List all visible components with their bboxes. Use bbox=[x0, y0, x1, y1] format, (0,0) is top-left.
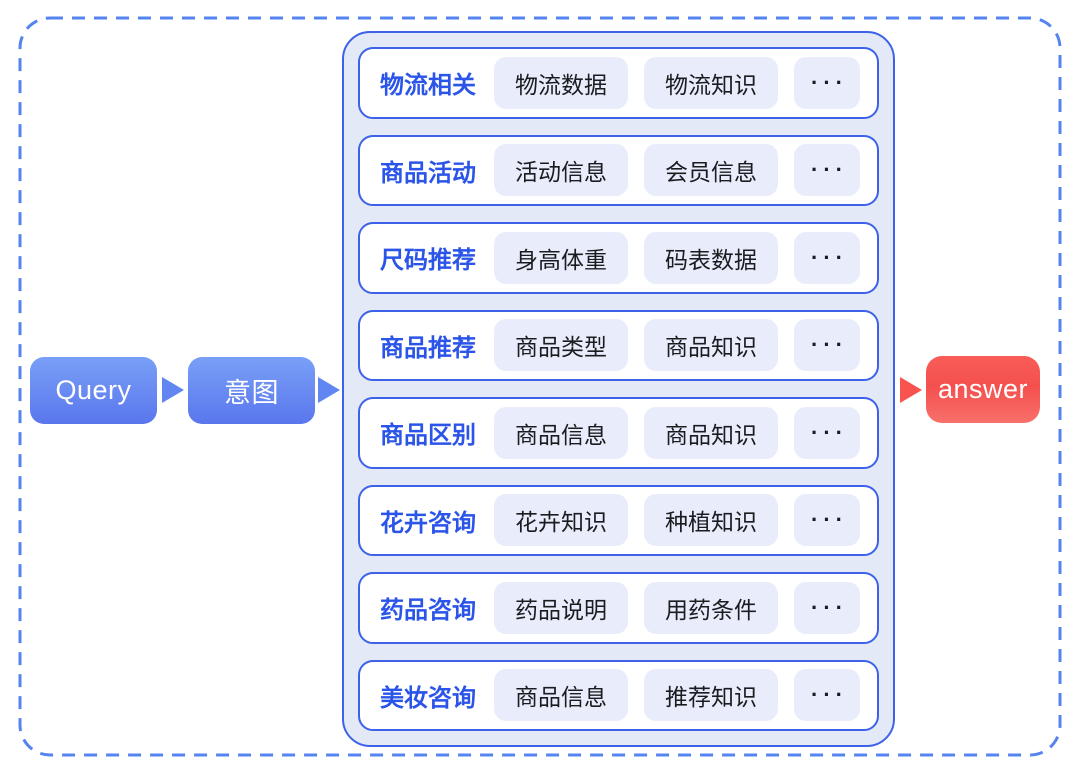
chip-group: 活动信息 会员信息 ··· bbox=[494, 144, 860, 197]
arrow-right-icon bbox=[162, 377, 184, 403]
more-chip: ··· bbox=[794, 144, 860, 197]
chip-group: 物流数据 物流知识 ··· bbox=[494, 56, 860, 109]
intent-row-logistics: 物流相关 物流数据 物流知识 ··· bbox=[358, 47, 879, 119]
knowledge-chip: 种植知识 bbox=[644, 494, 778, 547]
chip-group: 药品说明 用药条件 ··· bbox=[494, 581, 860, 634]
more-chip: ··· bbox=[794, 319, 860, 372]
intent-row-beauty: 美妆咨询 商品信息 推荐知识 ··· bbox=[358, 659, 879, 731]
intent-category-label: 商品推荐 bbox=[380, 334, 476, 362]
query-node: Query bbox=[30, 357, 157, 424]
intent-row-product-recommend: 商品推荐 商品类型 商品知识 ··· bbox=[358, 309, 879, 381]
intent-node: 意图 bbox=[188, 357, 315, 424]
chip-group: 花卉知识 种植知识 ··· bbox=[494, 494, 860, 547]
knowledge-chip: 物流知识 bbox=[644, 56, 778, 109]
answer-node: answer bbox=[926, 356, 1040, 423]
knowledge-chip: 药品说明 bbox=[494, 581, 628, 634]
knowledge-chip: 商品知识 bbox=[644, 406, 778, 459]
more-chip: ··· bbox=[794, 494, 860, 547]
knowledge-chip: 商品类型 bbox=[494, 319, 628, 372]
intent-row-sizing: 尺码推荐 身高体重 码表数据 ··· bbox=[358, 222, 879, 294]
intent-row-flowers: 花卉咨询 花卉知识 种植知识 ··· bbox=[358, 484, 879, 556]
knowledge-chip: 商品信息 bbox=[494, 406, 628, 459]
intents-panel: 物流相关 物流数据 物流知识 ··· 商品活动 活动信息 会员信息 ··· 尺码… bbox=[342, 31, 895, 747]
more-chip: ··· bbox=[794, 231, 860, 284]
chip-group: 商品信息 推荐知识 ··· bbox=[494, 669, 860, 722]
intent-row-medicine: 药品咨询 药品说明 用药条件 ··· bbox=[358, 572, 879, 644]
intent-row-product-compare: 商品区别 商品信息 商品知识 ··· bbox=[358, 397, 879, 469]
more-chip: ··· bbox=[794, 56, 860, 109]
more-chip: ··· bbox=[794, 406, 860, 459]
knowledge-chip: 商品信息 bbox=[494, 669, 628, 722]
knowledge-chip: 身高体重 bbox=[494, 231, 628, 284]
intent-category-label: 商品区别 bbox=[380, 422, 476, 450]
arrow-right-icon bbox=[900, 377, 922, 403]
chip-group: 商品信息 商品知识 ··· bbox=[494, 406, 860, 459]
intent-category-label: 物流相关 bbox=[380, 72, 476, 100]
intent-category-label: 花卉咨询 bbox=[380, 509, 476, 537]
chip-group: 商品类型 商品知识 ··· bbox=[494, 319, 860, 372]
more-chip: ··· bbox=[794, 669, 860, 722]
intent-category-label: 美妆咨询 bbox=[380, 684, 476, 712]
knowledge-chip: 码表数据 bbox=[644, 231, 778, 284]
more-chip: ··· bbox=[794, 581, 860, 634]
intent-row-promotions: 商品活动 活动信息 会员信息 ··· bbox=[358, 134, 879, 206]
knowledge-chip: 用药条件 bbox=[644, 581, 778, 634]
arrow-right-icon bbox=[318, 377, 340, 403]
knowledge-chip: 会员信息 bbox=[644, 144, 778, 197]
knowledge-chip: 花卉知识 bbox=[494, 494, 628, 547]
knowledge-chip: 商品知识 bbox=[644, 319, 778, 372]
intent-category-label: 商品活动 bbox=[380, 159, 476, 187]
knowledge-chip: 活动信息 bbox=[494, 144, 628, 197]
intent-category-label: 药品咨询 bbox=[380, 597, 476, 625]
knowledge-chip: 推荐知识 bbox=[644, 669, 778, 722]
intent-category-label: 尺码推荐 bbox=[380, 247, 476, 275]
chip-group: 身高体重 码表数据 ··· bbox=[494, 231, 860, 284]
knowledge-chip: 物流数据 bbox=[494, 56, 628, 109]
